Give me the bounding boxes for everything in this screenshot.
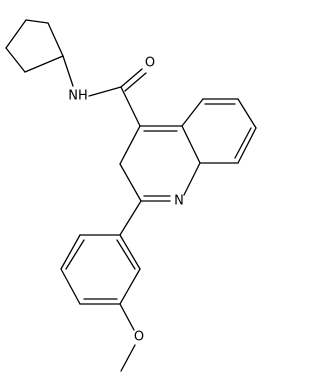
bond [24,55,64,73]
bond [116,239,136,270]
quinoline-pyridine-ring [119,125,201,202]
bond [119,234,141,270]
quinoline-benzo-ring [181,98,257,164]
methoxyphenyl-ring [60,234,141,305]
methoxy-group [119,303,136,372]
ether-oxygen-label: O [134,330,144,345]
bond [119,200,142,236]
amide-nitrogen-label: NH [68,89,88,104]
bond [237,98,257,129]
bond [25,19,49,24]
bond [237,127,257,164]
bond [120,68,143,88]
bond [5,19,27,49]
ring-nitrogen-label: N [174,194,184,209]
bond [119,163,142,202]
bond [181,98,204,127]
bond [5,47,26,73]
bond [120,86,141,127]
bond [65,239,85,270]
amide-group [62,55,147,127]
bond [183,162,201,196]
bond [181,125,201,164]
bond [119,125,141,165]
carbonyl-oxygen-label: O [145,56,155,71]
bond [60,234,81,270]
bond [88,86,122,97]
bond [47,22,64,57]
bond [234,127,252,159]
bond [119,303,135,331]
bond [120,344,136,372]
bond [60,268,81,305]
cyclopentyl-ring [5,19,64,73]
chemical-structure-diagram: O NH N O [5,19,257,372]
bond [124,72,147,92]
bond [119,268,141,305]
bond [62,55,74,87]
